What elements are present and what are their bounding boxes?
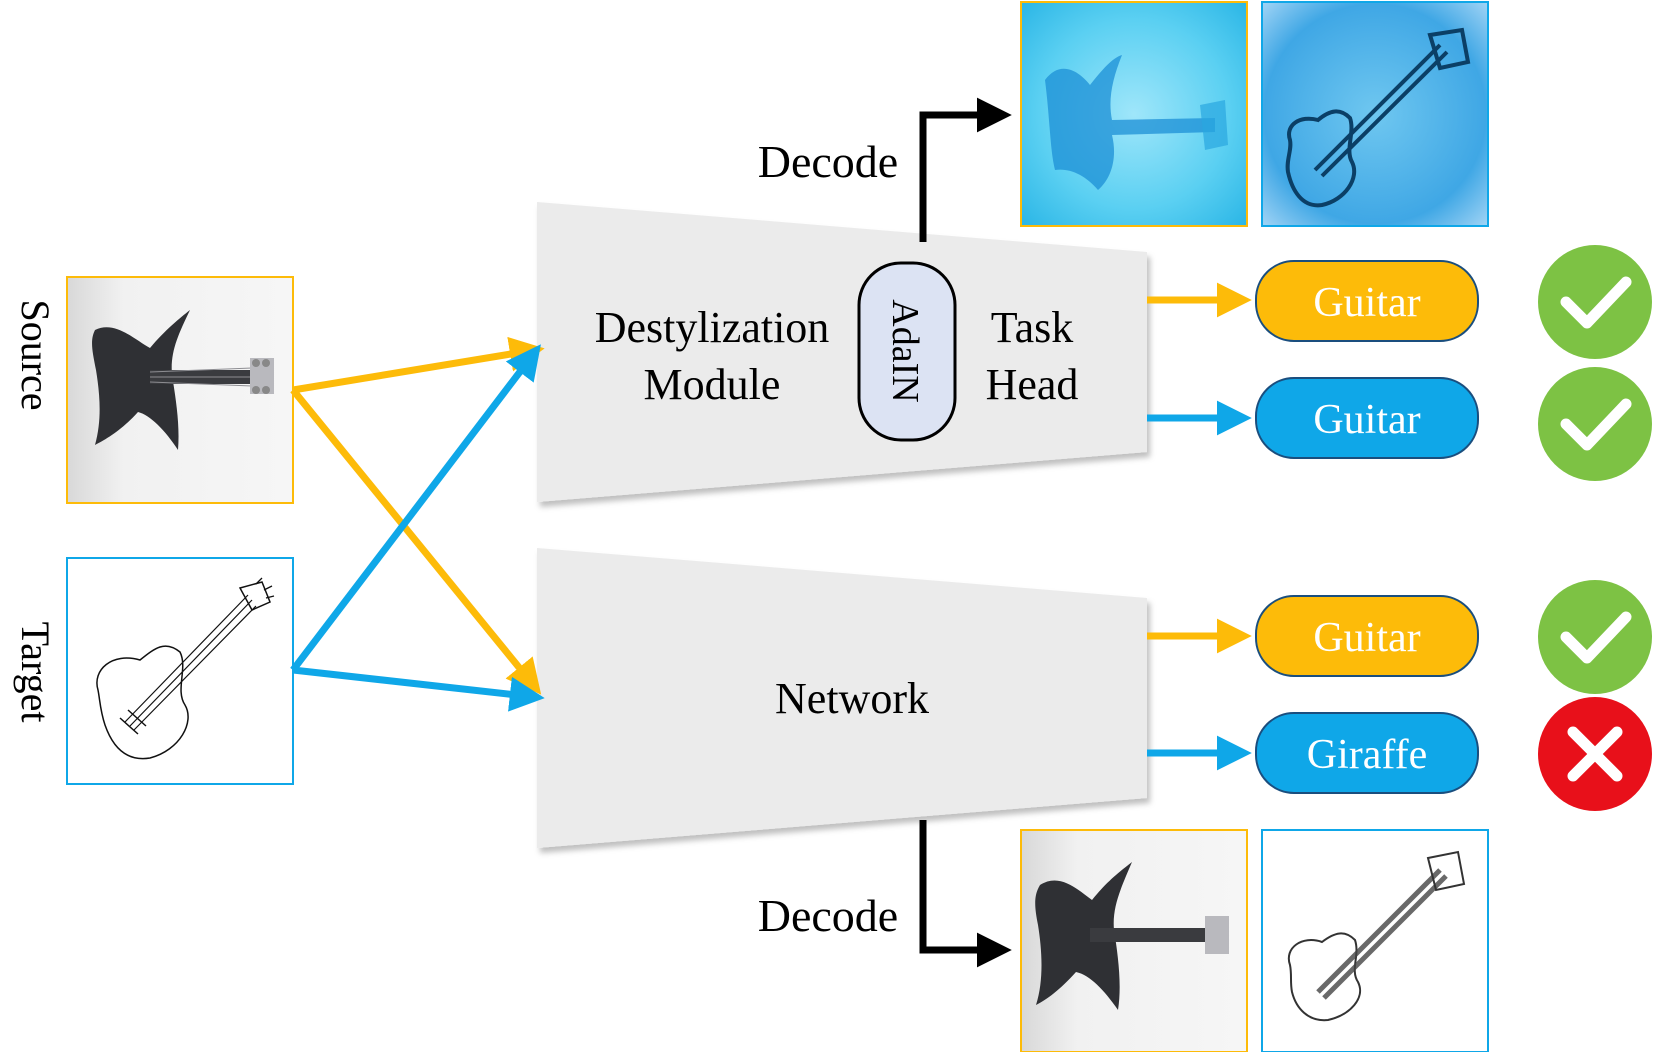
- network-label: Network: [775, 674, 929, 723]
- decoded-target-stylized-image: [1261, 1, 1489, 227]
- adain-label: AdaIN: [884, 299, 926, 402]
- adain-block: AdaIN: [857, 261, 957, 442]
- task-head-label-line1: Task: [991, 303, 1073, 352]
- decoded-source-image: [1020, 829, 1248, 1052]
- destylization-label-line1: Destylization: [595, 303, 830, 352]
- prediction-label: Guitar: [1313, 280, 1420, 326]
- source-image: [66, 276, 294, 504]
- decoded-source-stylized-image: [1020, 1, 1248, 227]
- target-label: Target: [13, 622, 58, 723]
- network-block: [537, 548, 1147, 848]
- check-icon: [1538, 580, 1652, 694]
- target-sketch: [66, 557, 294, 785]
- check-icon: [1538, 245, 1652, 359]
- prediction-pill-network-source: Guitar: [1255, 595, 1479, 677]
- destylization-module-block: [537, 202, 1147, 502]
- prediction-label: Guitar: [1313, 615, 1420, 661]
- decode-top-label: Decode: [758, 136, 898, 187]
- check-icon: [1538, 367, 1652, 481]
- decode-bottom-label: Decode: [758, 890, 898, 941]
- decode-bottom-arrow: [919, 820, 1012, 968]
- target-to-network-arrow: [292, 666, 545, 712]
- target-to-module-arrow: [290, 344, 541, 673]
- source-label: Source: [13, 299, 58, 410]
- decode-top-arrow: [919, 97, 1012, 242]
- prediction-label: Guitar: [1313, 397, 1420, 443]
- decoded-target-image: [1261, 829, 1489, 1052]
- prediction-pill-module-target: Guitar: [1255, 377, 1479, 459]
- destylization-label-line2: Module: [644, 360, 781, 409]
- prediction-pill-network-target: Giraffe: [1255, 712, 1479, 794]
- source-to-module-arrow: [292, 336, 545, 394]
- source-to-network-arrow: [290, 387, 542, 695]
- task-head-label-line2: Head: [986, 360, 1079, 409]
- prediction-label: Giraffe: [1307, 732, 1427, 778]
- cross-icon: [1538, 697, 1652, 811]
- prediction-pill-module-source: Guitar: [1255, 260, 1479, 342]
